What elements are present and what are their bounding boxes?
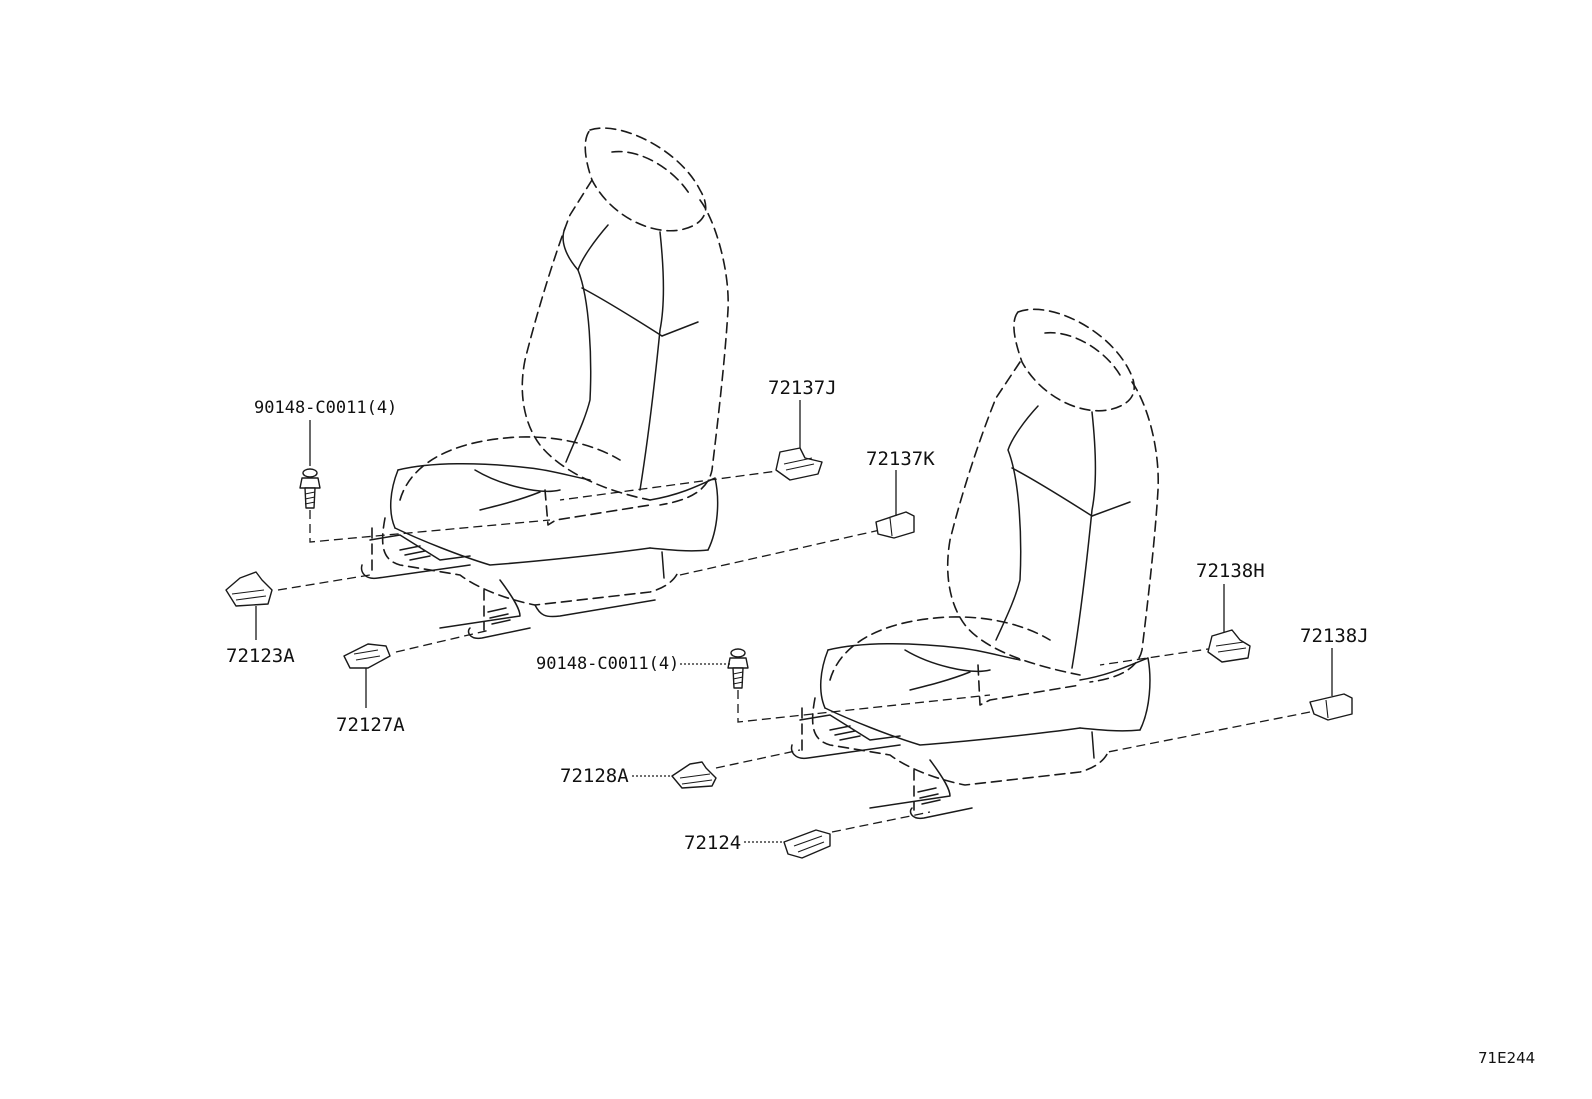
cover-72137J-icon[interactable] <box>775 447 823 481</box>
callout-lines <box>255 400 1333 843</box>
leader-lines <box>277 467 1311 833</box>
left-seat-illustration <box>360 127 729 640</box>
label-bolt-right: 90148-C0011(4) <box>536 654 679 674</box>
cover-72138H-icon[interactable] <box>1207 629 1251 663</box>
label-72137J: 72137J <box>768 377 837 399</box>
label-72124: 72124 <box>684 832 741 854</box>
label-72138J: 72138J <box>1300 625 1369 647</box>
cover-72124-icon[interactable] <box>783 829 831 859</box>
bolt-90148-left-icon[interactable] <box>299 468 321 509</box>
cover-72123A-icon[interactable] <box>225 571 273 607</box>
cover-72137K-icon[interactable] <box>875 511 915 539</box>
bolt-90148-right-icon[interactable] <box>727 648 749 689</box>
cover-72127A-icon[interactable] <box>343 643 391 669</box>
cover-72138J-icon[interactable] <box>1309 693 1353 721</box>
label-72137K: 72137K <box>866 448 935 470</box>
label-72128A: 72128A <box>560 765 629 787</box>
label-bolt-left: 90148-C0011(4) <box>254 398 397 418</box>
label-72127A: 72127A <box>336 714 405 736</box>
label-72123A: 72123A <box>226 645 295 667</box>
right-seat-illustration <box>790 308 1160 820</box>
cover-72128A-icon[interactable] <box>671 761 717 789</box>
illustration-code: 71E244 <box>1478 1049 1535 1067</box>
label-72138H: 72138H <box>1196 560 1265 582</box>
